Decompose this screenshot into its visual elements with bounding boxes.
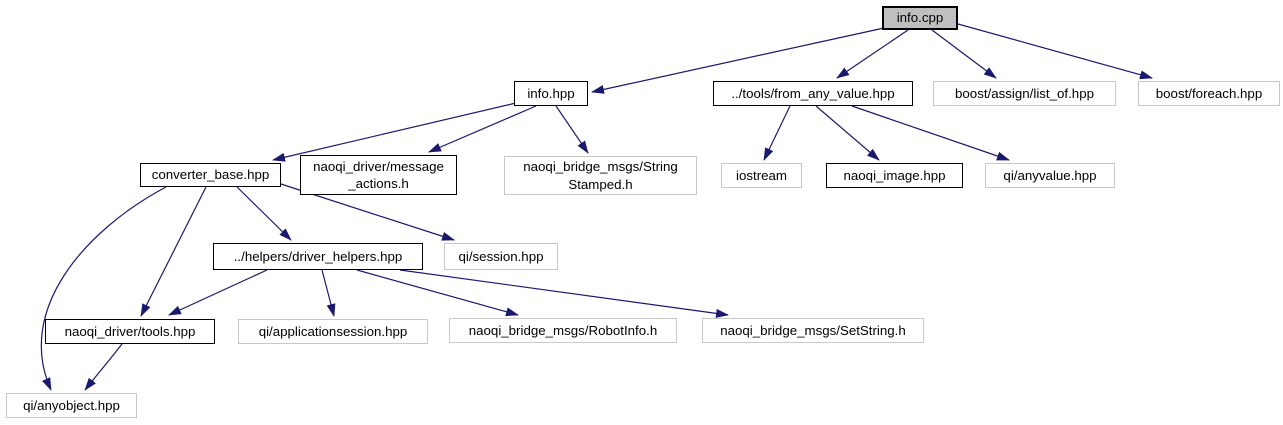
node-info-hpp[interactable]: info.hpp <box>514 81 588 106</box>
node-label: qi/anyobject.hpp <box>23 397 120 413</box>
node-tools-hpp[interactable]: naoqi_driver/tools.hpp <box>45 319 215 344</box>
node-robot-info-h: naoqi_bridge_msgs/RobotInfo.h <box>449 318 677 343</box>
node-label: naoqi_bridge_msgs/SetString.h <box>720 322 906 338</box>
node-label: converter_base.hpp <box>151 167 270 183</box>
node-label: ../helpers/driver_helpers.hpp <box>233 248 403 264</box>
edge-from-any-value-hpp-to-naoqi-image-hpp <box>815 105 880 161</box>
edge-driver-helpers-hpp-to-set-string-h <box>399 269 729 318</box>
node-qi-session-hpp: qi/session.hpp <box>444 243 558 270</box>
node-label: naoqi_bridge_msgs/RobotInfo.h <box>468 322 658 338</box>
edge-driver-helpers-hpp-to-applicationsession <box>321 269 336 317</box>
edge-driver-helpers-hpp-to-robot-info-h <box>356 269 519 317</box>
node-boost-list-of-hpp: boost/assign/list_of.hpp <box>933 81 1116 106</box>
edge-info-hpp-to-string-stamped-h <box>555 105 589 154</box>
node-label: ../tools/from_any_value.hpp <box>731 85 895 101</box>
node-from-any-value-hpp[interactable]: ../tools/from_any_value.hpp <box>713 81 913 106</box>
node-applicationsession: qi/applicationsession.hpp <box>238 319 428 344</box>
node-label: info.cpp <box>896 10 944 26</box>
edge-tools-hpp-to-qi-anyobject-hpp <box>84 343 123 391</box>
node-label: iostream <box>736 167 787 183</box>
edge-converter-base-hpp-to-qi-anyobject-hpp <box>40 186 167 391</box>
node-set-string-h: naoqi_bridge_msgs/SetString.h <box>702 318 924 343</box>
node-label: boost/assign/list_of.hpp <box>955 85 1094 101</box>
node-boost-foreach-hpp: boost/foreach.hpp <box>1138 81 1280 106</box>
edge-from-any-value-hpp-to-iostream <box>763 105 791 161</box>
node-iostream: iostream <box>721 163 802 188</box>
node-label: qi/anyvalue.hpp <box>1003 167 1097 183</box>
edge-from-any-value-hpp-to-qi-anyvalue-hpp <box>851 105 1010 161</box>
node-label: naoqi_driver/message <box>313 158 444 174</box>
edge-converter-base-hpp-to-driver-helpers-hpp <box>236 186 292 241</box>
edge-info-hpp-to-message-actions-h <box>428 105 537 153</box>
node-label: qi/applicationsession.hpp <box>258 323 408 339</box>
edge-driver-helpers-hpp-to-tools-hpp <box>168 269 268 316</box>
node-label: boost/foreach.hpp <box>1155 85 1263 101</box>
node-label: qi/session.hpp <box>458 248 544 264</box>
edge-info-cpp-to-boost-list-of-hpp <box>931 29 997 79</box>
edge-info-cpp-to-from-any-value-hpp <box>836 29 909 79</box>
node-qi-anyvalue-hpp: qi/anyvalue.hpp <box>985 163 1115 188</box>
node-driver-helpers-hpp[interactable]: ../helpers/driver_helpers.hpp <box>213 243 423 270</box>
node-info-cpp: info.cpp <box>882 6 958 30</box>
node-label: Stamped.h <box>568 176 633 192</box>
node-label: naoqi_image.hpp <box>843 167 946 183</box>
node-label: _actions.h <box>348 176 409 191</box>
edge-info-hpp-to-converter-base-hpp <box>272 102 517 162</box>
node-naoqi-image-hpp[interactable]: naoqi_image.hpp <box>826 163 963 188</box>
edge-converter-base-hpp-to-tools-hpp <box>140 186 207 317</box>
node-label: naoqi_driver/tools.hpp <box>64 323 196 339</box>
node-label: info.hpp <box>527 85 575 101</box>
node-message-actions-h[interactable]: naoqi_driver/message _actions.h <box>300 155 457 195</box>
node-qi-anyobject-hpp: qi/anyobject.hpp <box>6 393 137 418</box>
node-label: naoqi_bridge_msgs/String <box>523 159 678 175</box>
node-converter-base-hpp[interactable]: converter_base.hpp <box>140 163 281 187</box>
edge-info-cpp-to-boost-foreach-hpp <box>957 23 1153 80</box>
